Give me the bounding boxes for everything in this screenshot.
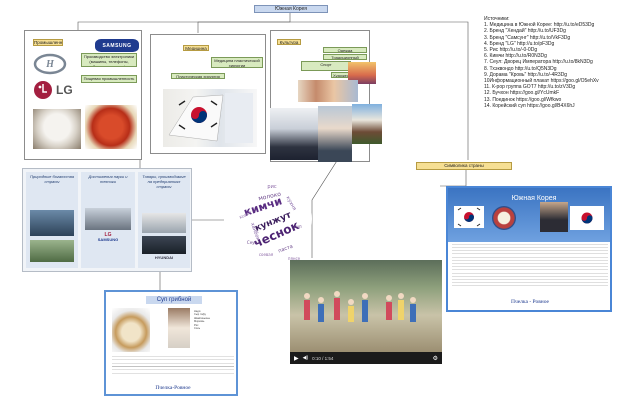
source-item: 13. Поединок https://goo.gl/Wfkwo: [484, 96, 562, 103]
ingredients-list: Надо: Сыр тофу Шампиньоны Морковь Рис Со…: [194, 310, 236, 350]
medicine-sub1: Медицина пластической хирургии: [211, 57, 263, 68]
symbol-card-title: Южная Корея: [511, 195, 557, 202]
brochure: Природные богатства страны Достижения на…: [22, 168, 192, 272]
culture-sub3: Спорт: [301, 61, 351, 71]
sources-list: Источники: 1. Медицина в Южной Корее: ht…: [484, 16, 636, 128]
drama-image: [318, 106, 352, 162]
ingredients-image: [168, 308, 190, 348]
word-cloud-word: Сеул: [247, 240, 258, 245]
kimchi-image: [85, 105, 137, 149]
ingredient-item: Сыр тофу: [194, 313, 206, 317]
word-cloud-word: молоко: [258, 191, 282, 203]
video-player[interactable]: ▶ ◀) 0:10 / 1:54 ⚙: [290, 260, 442, 364]
korea-flag-image-2: [570, 206, 604, 230]
tech-image: [85, 208, 131, 230]
source-item: 7. Сеул: Дворец Императора http://u.to/8…: [484, 59, 593, 66]
brochure-column-science: Достижения науки и техники LG SAMSUNG: [81, 172, 135, 268]
source-item: 4. Бренд "LG" http://u.to/pF3Dg: [484, 40, 555, 47]
brochure-samsung-text: SAMSUNG: [97, 237, 119, 242]
source-item: 2. Бренд "Хендай" http://u.to/UF3Dg: [484, 28, 566, 35]
soup-card: Суп грибной Надо: Сыр тофу Шампиньоны Мо…: [104, 290, 238, 396]
car-image: [142, 213, 186, 233]
video-time: 0:10 / 1:54: [312, 355, 334, 361]
brochure-col1-title: Природные богатства страны: [30, 174, 74, 184]
source-item: 6. Кимчи http://u.to/R0N3Dg: [484, 53, 547, 60]
industry-food-note: Пищевая промышленность: [81, 75, 137, 83]
ingredient-item: Соль: [194, 327, 201, 331]
korea-flag-image: [454, 206, 484, 228]
play-icon[interactable]: ▶: [294, 355, 299, 362]
source-item: 9. Дорама "Кровь" http://u.to/-4R3Dg: [484, 71, 568, 78]
word-cloud-word: Корея: [238, 209, 252, 220]
volume-icon[interactable]: ◀): [302, 355, 309, 361]
source-item: 14. Корейский суп https://goo.gl/B4X6hJ: [484, 102, 575, 109]
lg-logo: LG: [33, 77, 81, 103]
word-cloud-word: ханбок: [249, 222, 261, 241]
svg-text:H: H: [45, 59, 55, 70]
brochure-hyundai-text: HYUNDAI: [154, 255, 174, 260]
culture-sub2: Традиционный праздник: [323, 54, 367, 60]
phone-image: [142, 236, 186, 254]
hyundai-logo: H: [33, 53, 67, 75]
brochure-col3-title: Товары, производимые на предприятиях стр…: [142, 174, 186, 189]
emblem-image: [492, 206, 516, 230]
palace-image: [352, 104, 382, 144]
industry-panel: Промышленность SAMSUNG H Производство эл…: [24, 30, 142, 160]
word-cloud-word: суп: [294, 224, 302, 229]
symbols-title: Символика страны: [416, 162, 512, 170]
settings-icon[interactable]: ⚙: [432, 355, 438, 362]
nature-image: [30, 210, 74, 236]
hanbok-image: [348, 62, 376, 84]
source-item: 11. К-рор группа GOT7 http://u.to/zV3Dg: [484, 84, 576, 91]
samsung-logo: SAMSUNG: [95, 39, 139, 52]
rice-image: [33, 109, 81, 149]
landscape-image: [30, 240, 74, 262]
ingredient-item: Рис: [194, 323, 199, 327]
word-cloud-word: пянсе: [288, 256, 301, 261]
root-title: Южная Корея: [254, 5, 328, 13]
industry-electronics-note: Производство электроники (машины, телефо…: [81, 53, 137, 67]
word-cloud-word: паста: [278, 244, 294, 255]
video-controls: ▶ ◀) 0:10 / 1:54 ⚙: [290, 352, 442, 364]
ingredient-item: Морковь: [194, 320, 205, 324]
soup-image: [112, 308, 150, 352]
medicine-title: Медицина: [183, 45, 209, 51]
source-item: 8. Тхэквондо http://u.to/Q5N3Dg: [484, 65, 557, 72]
symbol-card-text-block: [452, 244, 608, 288]
sources-heading: Источники:: [484, 16, 510, 22]
president-image: [540, 202, 568, 232]
brochure-lg-text: LG: [104, 232, 112, 238]
soup-card-footer: Пчелка-Ровное: [155, 385, 191, 391]
festival-image: [298, 80, 358, 102]
source-item: 12. Бучхон https://goo.gl/YcUmkF: [484, 90, 560, 97]
brochure-column-nature: Природные богатства страны: [26, 172, 78, 268]
medicine-panel: Медицина Медицина пластической хирургии …: [150, 34, 266, 154]
soup-recipe-text-block: [112, 356, 234, 376]
source-item: 3. Бренд "Самсунг" http://u.to/VkF3Dg: [484, 34, 571, 41]
word-cloud-word: соевая: [259, 252, 274, 257]
industry-title: Промышленность: [33, 39, 63, 46]
word-cloud-word: рис: [267, 184, 276, 190]
symbol-card-footer: Пчелка - Ровное: [510, 299, 549, 305]
culture-sub1: Одежда: [323, 47, 367, 53]
samsung-logo-text: SAMSUNG: [102, 42, 132, 49]
source-item: 1. Медицина в Южной Корее: http://u.to/e…: [484, 22, 595, 29]
medicine-sub2: Пластическая хирургия: [171, 73, 225, 79]
brochure-col2-title: Достижения науки и техники: [88, 174, 128, 184]
lg-logo-text: LG: [56, 83, 73, 97]
ingredients-heading: Надо:: [194, 310, 201, 313]
ingredient-item: Шампиньоны: [194, 316, 210, 320]
soup-title: Суп грибной: [146, 296, 202, 304]
word-cloud: рис молоко кимчи кунжут чеснок ханбок ку…: [224, 170, 320, 268]
source-item: 10Информационный плакат https://goo.gl/O…: [484, 78, 599, 85]
symbol-card: Южная Корея Пчелка - Ровное: [446, 186, 612, 312]
doctor-flag-image: [163, 89, 257, 147]
video-frame: [290, 260, 442, 352]
brochure-column-goods: Товары, производимые на предприятиях стр…: [138, 172, 190, 268]
kpop-group-image: [270, 108, 320, 160]
culture-title: Культура: [277, 39, 301, 45]
source-item: 5. Рис http://u.to/-0-0Dg: [484, 47, 538, 54]
